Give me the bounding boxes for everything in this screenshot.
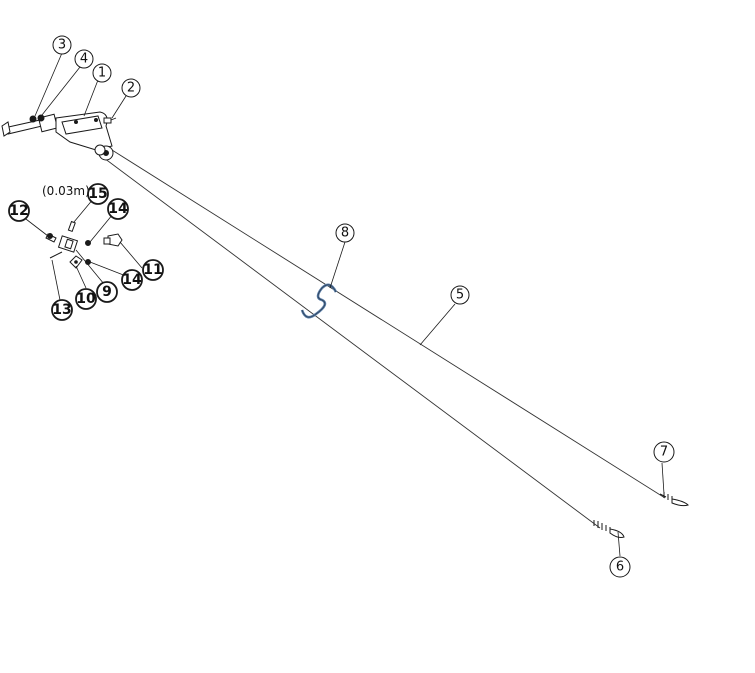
nut-3 — [29, 115, 37, 123]
svg-text:13: 13 — [52, 302, 71, 318]
callout-6: 6 — [609, 556, 631, 578]
callout-10: 10 — [75, 288, 97, 310]
svg-text:15: 15 — [88, 186, 107, 202]
callout-9: 9 — [96, 281, 118, 303]
s-hook — [300, 283, 338, 319]
callout-3: 3 — [52, 35, 72, 55]
svg-text:10: 10 — [76, 291, 96, 307]
svg-text:9: 9 — [102, 284, 112, 300]
callout-1: 1 — [92, 63, 112, 83]
callout-11: 11 — [142, 259, 164, 281]
svg-text:1: 1 — [98, 66, 106, 81]
cable-end-fitting-6 — [593, 520, 625, 538]
callout-15: 15 — [87, 183, 109, 205]
callout-2: 2 — [121, 78, 141, 98]
callout-14-top: 14 — [107, 198, 129, 220]
svg-text:3: 3 — [58, 38, 66, 53]
nut-14a — [85, 240, 91, 246]
bolt-2 — [103, 117, 117, 124]
pin-15 — [67, 220, 76, 233]
callout-13: 13 — [51, 299, 73, 321]
svg-text:2: 2 — [127, 81, 135, 96]
cable-lower — [103, 157, 601, 529]
svg-text:14: 14 — [108, 201, 128, 217]
callout-5: 5 — [450, 285, 470, 305]
callout-7: 7 — [653, 441, 675, 463]
callout-12: 12 — [8, 200, 30, 222]
length-annotation: (0.03m) — [42, 184, 90, 198]
callout-4: 4 — [74, 49, 94, 69]
callout-8: 8 — [335, 223, 355, 243]
svg-text:12: 12 — [9, 203, 28, 219]
svg-text:6: 6 — [616, 560, 624, 575]
callout-14-bottom: 14 — [121, 269, 143, 291]
nut-4 — [37, 114, 45, 122]
svg-text:8: 8 — [341, 226, 349, 241]
svg-text:11: 11 — [143, 262, 162, 278]
svg-text:14: 14 — [122, 272, 142, 288]
svg-text:7: 7 — [660, 445, 668, 460]
cable-upper — [111, 149, 666, 499]
bolt-13 — [49, 251, 63, 259]
svg-text:5: 5 — [456, 288, 464, 303]
svg-text:4: 4 — [80, 52, 88, 67]
winch-assembly — [1, 111, 117, 161]
cable-end-fitting-7 — [659, 492, 689, 507]
hardware-cluster — [45, 220, 123, 269]
